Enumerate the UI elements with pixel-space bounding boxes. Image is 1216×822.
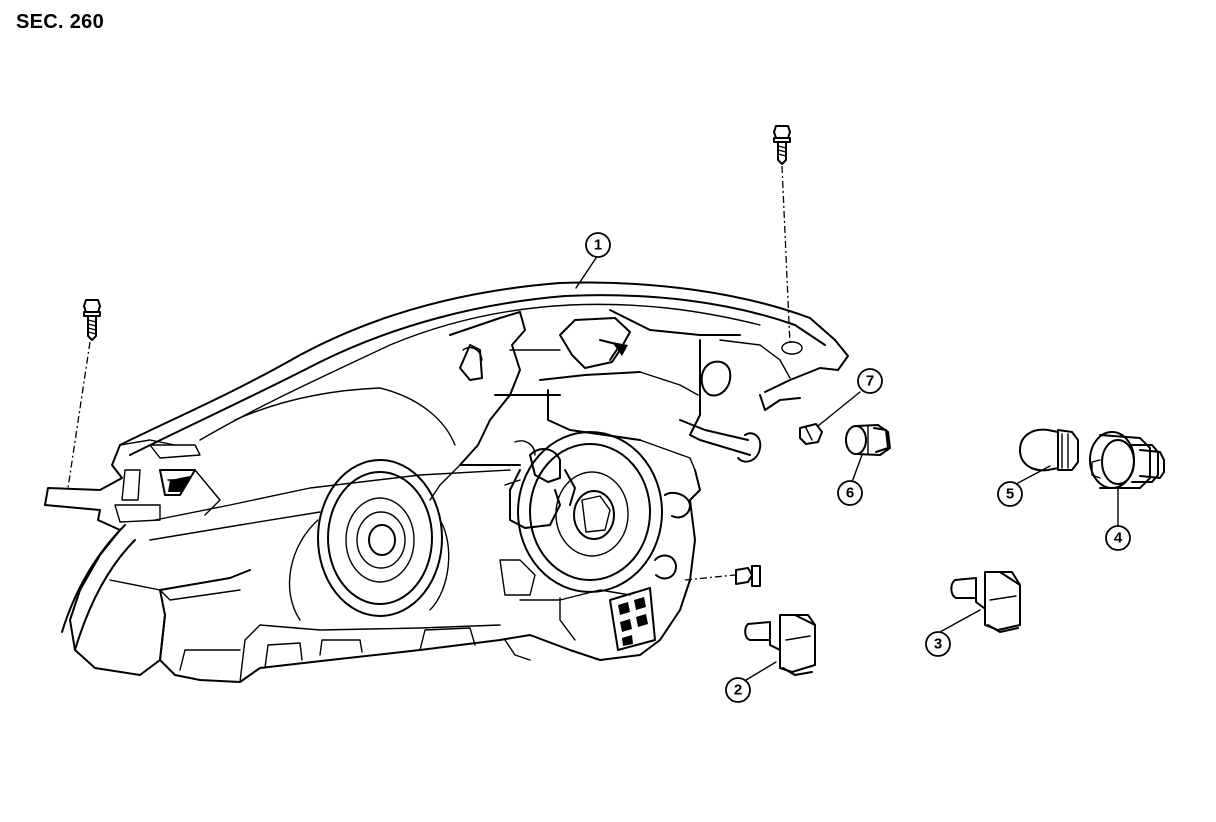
callout-7: 7: [857, 368, 883, 394]
callout-2: 2: [725, 677, 751, 703]
mounting-screw-top: [773, 125, 803, 355]
clip-part-7: [799, 423, 823, 445]
callout-3: 3: [925, 631, 951, 657]
retaining-clip: [684, 565, 761, 587]
headlamp-housing: [44, 281, 849, 683]
section-label: SEC. 260: [16, 11, 105, 33]
bulb-part-5: [1019, 428, 1079, 472]
callout-3-label: 3: [934, 636, 942, 653]
callout-6-label: 6: [846, 485, 854, 502]
bulb-socket-part-4: [1089, 431, 1165, 489]
callout-7-label: 7: [866, 373, 874, 390]
mounting-screw-left: [67, 299, 101, 489]
bulb-part-3: [950, 571, 1021, 633]
callout-6: 6: [837, 480, 863, 506]
callout-4-label: 4: [1114, 530, 1123, 547]
leader-lines: [575, 257, 1119, 681]
callout-5-label: 5: [1006, 486, 1014, 503]
callout-5: 5: [997, 481, 1023, 507]
callout-1: 1: [585, 232, 611, 258]
bulb-part-6: [845, 424, 891, 456]
callout-2-label: 2: [734, 682, 742, 699]
callout-4: 4: [1105, 525, 1131, 551]
bulb-part-2: [744, 614, 816, 676]
callout-1-label: 1: [594, 237, 602, 254]
